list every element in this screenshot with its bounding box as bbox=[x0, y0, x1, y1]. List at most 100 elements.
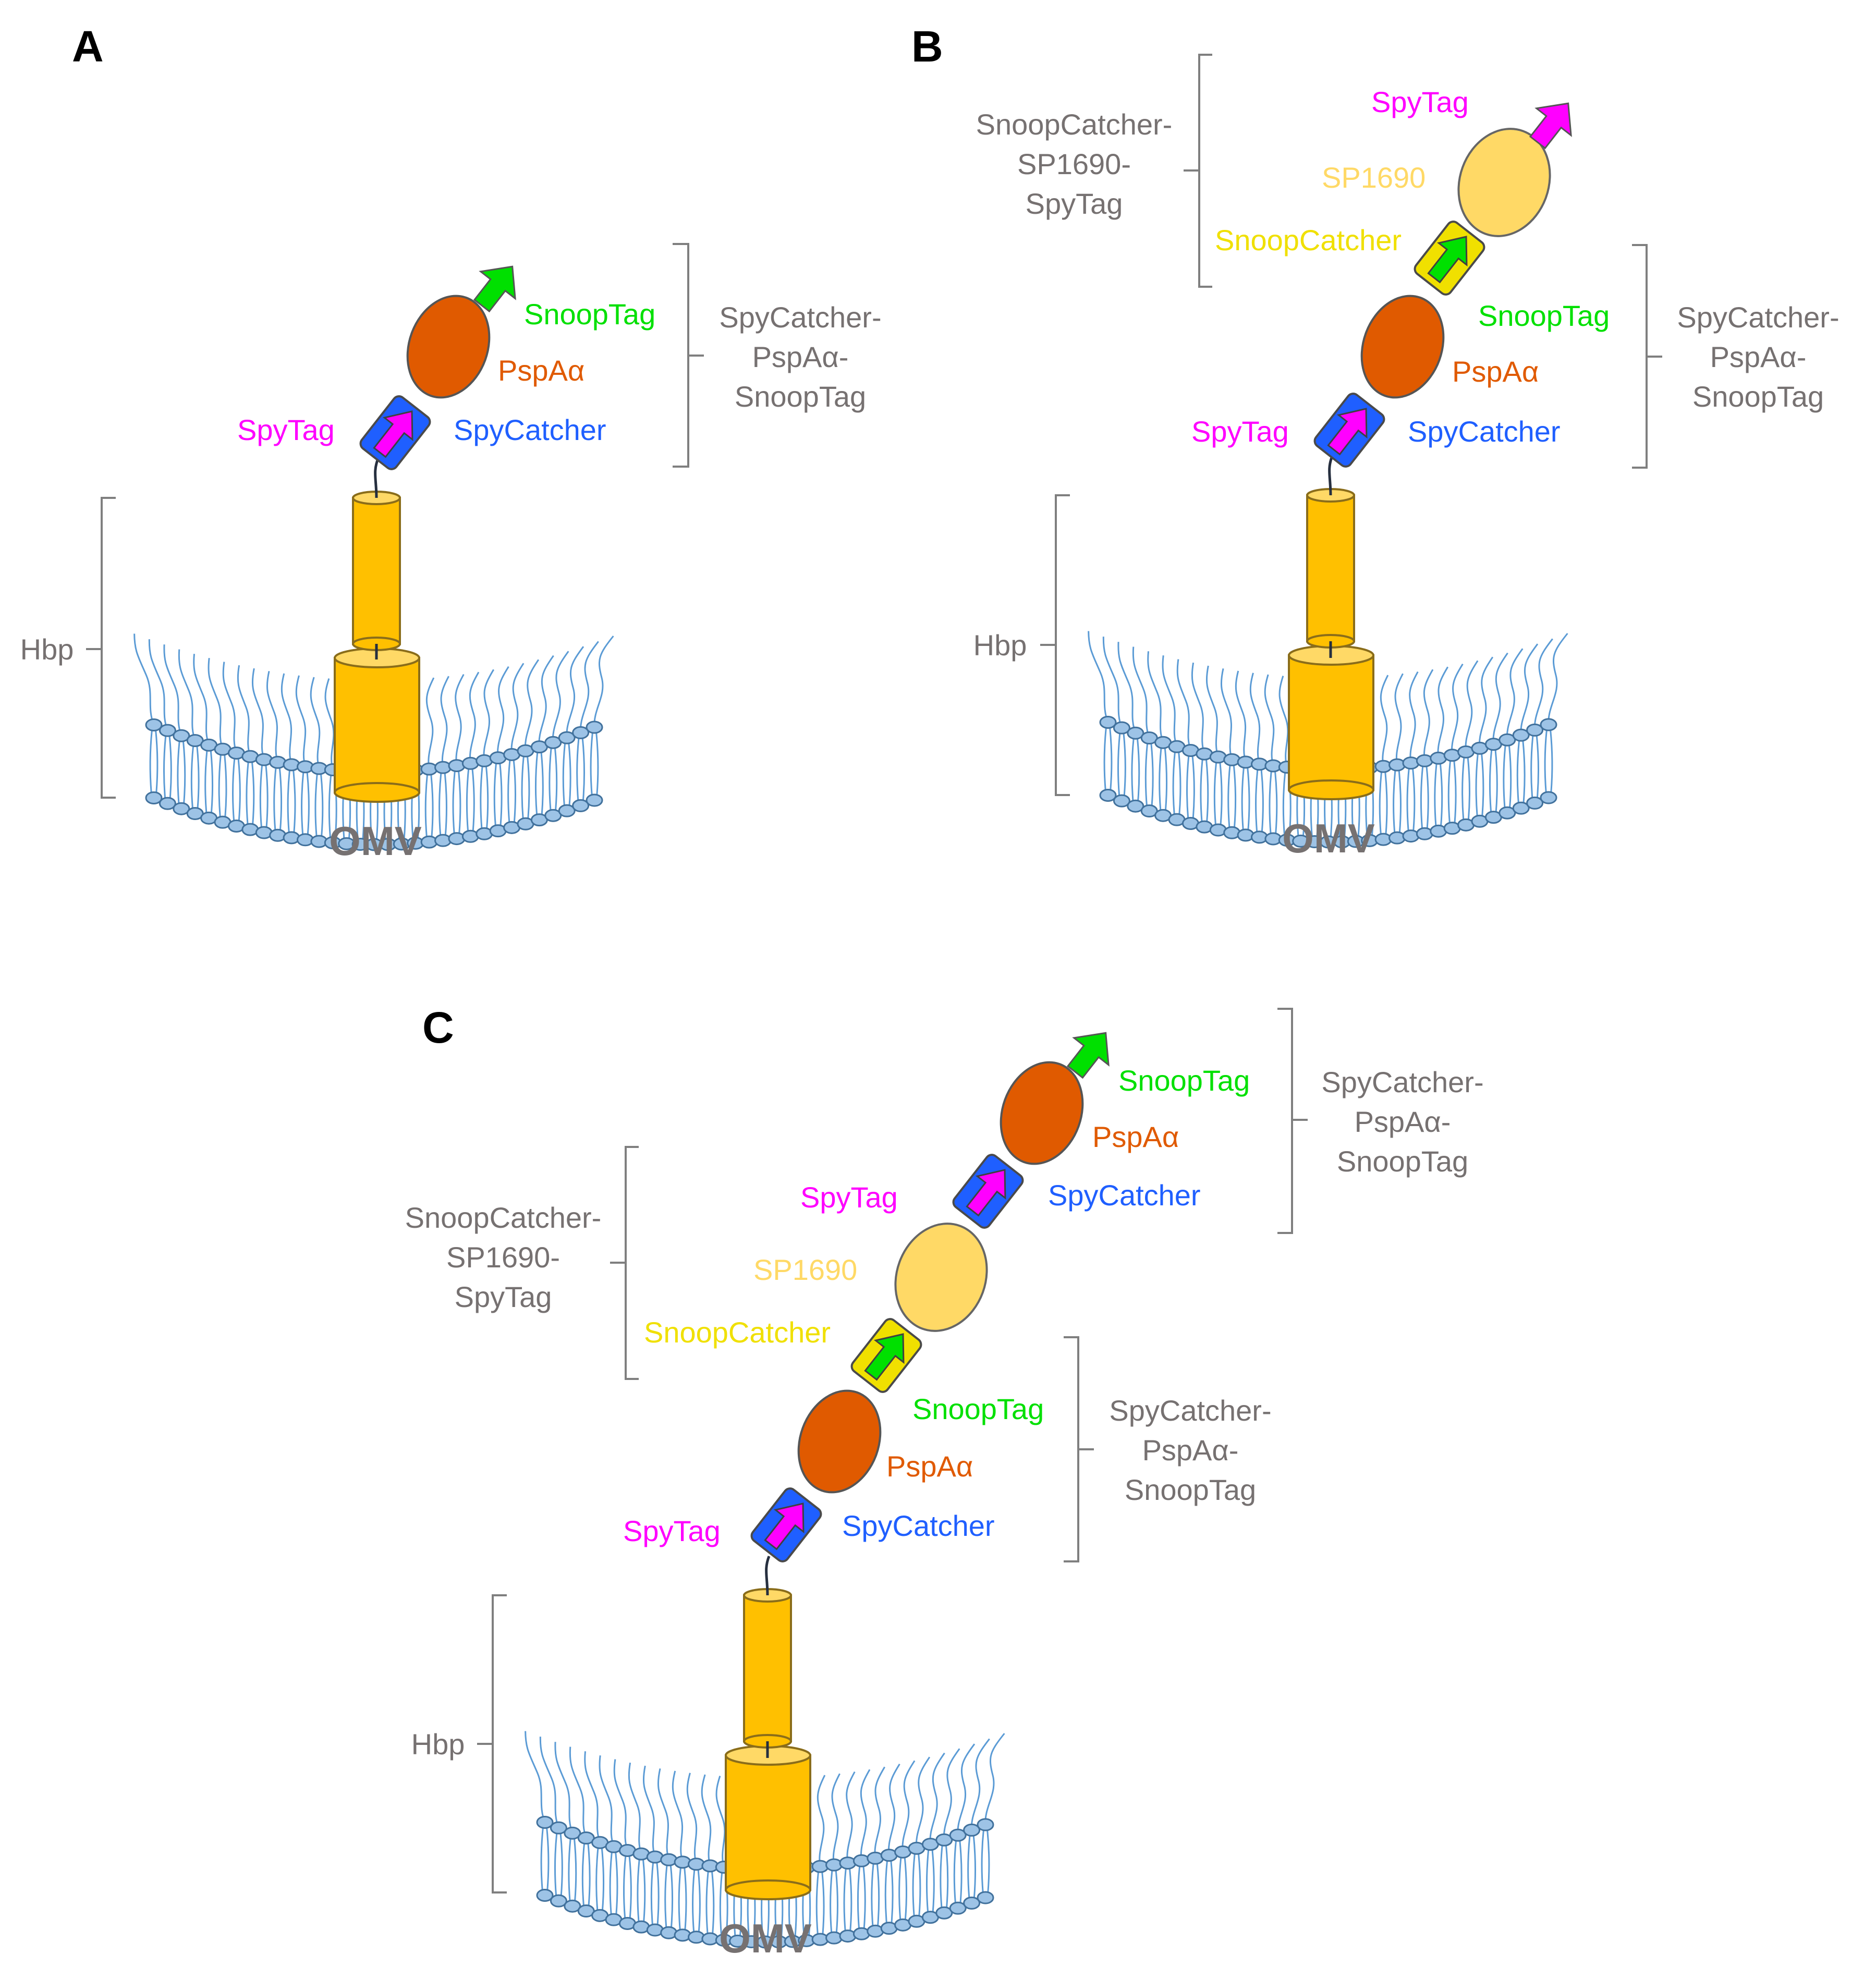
lipid-tail bbox=[1544, 729, 1548, 793]
lipid-tail bbox=[273, 767, 277, 830]
lipid-tail bbox=[599, 1755, 615, 1847]
bracket-hbp-a bbox=[86, 497, 116, 799]
lipid-tail bbox=[593, 636, 614, 728]
label-spytag-top-b: SpyTag bbox=[1371, 85, 1469, 118]
lipid-head bbox=[1388, 831, 1406, 845]
lipid-tail bbox=[857, 1866, 861, 1929]
lipid-tail bbox=[860, 1769, 871, 1861]
panel-letter-b: B bbox=[911, 22, 943, 71]
lipid-tail bbox=[697, 1869, 701, 1932]
lipid-tail bbox=[182, 741, 186, 804]
lipid-head bbox=[1388, 758, 1406, 772]
label-spycatcher-a: SpyCatcher bbox=[454, 413, 606, 446]
lipid-tail bbox=[587, 1843, 591, 1906]
lipid-tail bbox=[967, 1835, 971, 1898]
label-omv-a: OMV bbox=[329, 818, 422, 864]
lipid-tail bbox=[1103, 727, 1107, 790]
lipid-tail bbox=[1453, 760, 1457, 823]
lipid-tail bbox=[1426, 766, 1429, 829]
lipid-head bbox=[159, 797, 176, 810]
lipid-tail bbox=[1269, 771, 1272, 834]
lipid-tail bbox=[1461, 757, 1465, 820]
lipid-head bbox=[825, 1858, 843, 1872]
lipid-tail bbox=[196, 746, 200, 809]
lipid-tail bbox=[1205, 665, 1219, 758]
lipid-tail bbox=[562, 743, 566, 806]
lipid-tail bbox=[590, 732, 593, 796]
lipid-head bbox=[674, 1855, 691, 1869]
lipid-tail bbox=[177, 741, 180, 804]
lipid-tail bbox=[642, 1765, 656, 1858]
lipid-tail bbox=[984, 1733, 1005, 1825]
lipid-tail bbox=[466, 768, 470, 832]
lipid-tail bbox=[168, 736, 172, 799]
lipid-tail bbox=[293, 769, 296, 833]
lipid-head bbox=[544, 736, 562, 749]
lipid-tail bbox=[672, 1770, 684, 1863]
lipid-tail bbox=[455, 674, 465, 766]
lipid-tail bbox=[1162, 655, 1178, 747]
lipid-tail bbox=[957, 1743, 976, 1836]
lipid-tail bbox=[650, 1862, 654, 1925]
lipid-head bbox=[434, 834, 452, 847]
lipid-tail bbox=[559, 1833, 563, 1896]
lipid-tail bbox=[1264, 674, 1275, 766]
lipid-tail bbox=[970, 1738, 990, 1830]
lipid-head bbox=[550, 1894, 567, 1908]
lipid-tail bbox=[210, 750, 214, 813]
lipid-tail bbox=[1176, 659, 1191, 751]
lipid-tail bbox=[902, 1760, 916, 1852]
spytag-arrow-icon bbox=[1327, 408, 1368, 456]
lipid-tail bbox=[314, 773, 318, 837]
lipid-tail bbox=[862, 1866, 866, 1929]
lipid-tail bbox=[1260, 769, 1264, 832]
lipid-tail bbox=[1205, 759, 1209, 822]
lipid-tail bbox=[711, 1871, 715, 1934]
lipid-head bbox=[159, 724, 176, 737]
hbp-barrel-a bbox=[334, 648, 420, 803]
lipid-tail bbox=[549, 748, 552, 811]
lipid-tail bbox=[1489, 749, 1493, 812]
lipid-head bbox=[558, 731, 576, 744]
lipid-tail bbox=[1520, 643, 1539, 736]
lipid-tail bbox=[1380, 675, 1389, 767]
sp1690-domain-b bbox=[1457, 128, 1551, 237]
lipid-tail bbox=[425, 677, 435, 769]
lipid-tail bbox=[887, 1763, 900, 1855]
lipid-tail bbox=[986, 1829, 990, 1893]
lipid-tail bbox=[324, 678, 335, 770]
lipid-tail bbox=[843, 1868, 847, 1931]
lipid-tail bbox=[684, 1867, 687, 1930]
lipid-tail bbox=[1508, 745, 1512, 808]
lipid-head bbox=[1512, 728, 1530, 742]
lipid-tail bbox=[595, 1848, 599, 1911]
bracket-fusion-b bbox=[1632, 244, 1662, 469]
lipid-tail bbox=[539, 1737, 559, 1828]
pspa-domain-a bbox=[406, 295, 491, 399]
lipid-tail bbox=[581, 1843, 586, 1906]
lipid-tail bbox=[251, 668, 265, 760]
lipid-tail bbox=[1506, 648, 1524, 740]
lipid-tail bbox=[929, 1752, 945, 1844]
lipid-head bbox=[1237, 755, 1254, 769]
lipid-tail bbox=[1132, 646, 1150, 739]
lipid-tail bbox=[521, 756, 525, 819]
lipid-tail bbox=[943, 1748, 960, 1840]
spycatcher-block-c bbox=[750, 1487, 822, 1562]
lipid-tail bbox=[1164, 748, 1168, 811]
spycatcher-top-block-c bbox=[952, 1154, 1024, 1229]
lipid-head bbox=[977, 1891, 994, 1904]
lipid-tail bbox=[1465, 660, 1479, 752]
label-snooptag-a: SnoopTag bbox=[524, 298, 655, 331]
lipid-tail bbox=[566, 646, 584, 738]
spytag-linker-c bbox=[765, 1556, 771, 1596]
label-pspa-b: PspAα bbox=[1452, 355, 1539, 388]
lipid-tail bbox=[1159, 748, 1162, 811]
lipid-tail bbox=[204, 750, 208, 813]
lipid-tail bbox=[972, 1835, 977, 1898]
lipid-tail bbox=[507, 760, 511, 823]
panel-letter-c: C bbox=[422, 1003, 454, 1052]
spytag-arrow-icon bbox=[764, 1502, 805, 1550]
spytag-top-arrow-icon bbox=[1529, 102, 1572, 150]
